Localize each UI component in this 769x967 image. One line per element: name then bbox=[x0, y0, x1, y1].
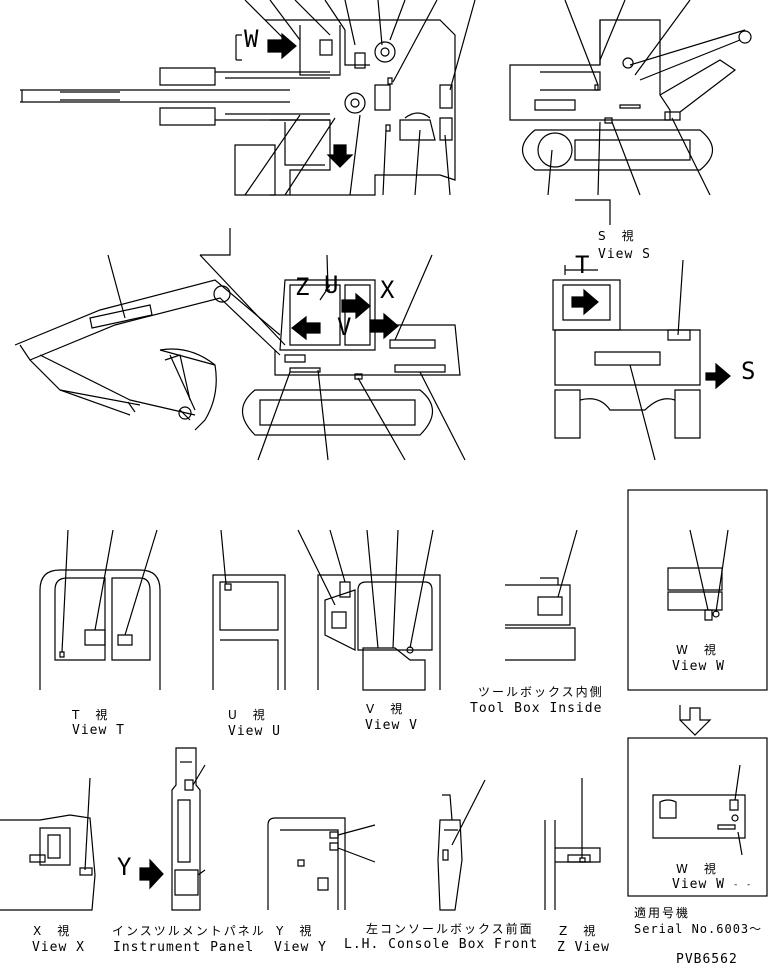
view-u-en: View U bbox=[228, 724, 281, 739]
view-v-en: View V bbox=[365, 718, 418, 733]
instrument-panel-en: Instrument Panel bbox=[113, 940, 255, 955]
view-v-drawing bbox=[297, 529, 441, 691]
toolbox-en: Tool Box Inside bbox=[470, 701, 603, 716]
view-u-jp: U 視 bbox=[228, 708, 267, 722]
view-y-marker: Y bbox=[117, 853, 132, 881]
console-jp: 左コンソールボックス前面 bbox=[366, 922, 534, 936]
view-s-jp: S 視 bbox=[598, 229, 636, 243]
toolbox-drawing bbox=[505, 529, 578, 661]
view-w2-jp: W 視 bbox=[676, 862, 718, 876]
view-w-box-2 bbox=[627, 737, 768, 897]
instrument-panel-jp: インスツルメントパネル bbox=[112, 924, 266, 938]
view-z-en: Z View bbox=[557, 940, 610, 955]
view-x-marker: X bbox=[380, 276, 395, 304]
view-w-box-1 bbox=[627, 489, 768, 736]
view-w-marker: W bbox=[244, 25, 259, 53]
view-t-marker: T bbox=[575, 251, 590, 279]
view-x-jp: X 視 bbox=[33, 924, 72, 938]
side-view-s-top bbox=[509, 0, 752, 225]
serial-number: Serial No.6003〜 bbox=[634, 922, 763, 936]
view-y-drawing bbox=[267, 817, 376, 910]
view-u-marker: U bbox=[324, 271, 339, 299]
toolbox-jp: ツールボックス内側 bbox=[478, 685, 604, 699]
console-en: L.H. Console Box Front bbox=[344, 937, 539, 952]
view-u-drawing bbox=[212, 529, 286, 690]
view-t-en: View T bbox=[72, 723, 125, 738]
view-w2-suffix: - - bbox=[733, 880, 753, 890]
view-s-marker: S bbox=[741, 357, 756, 385]
view-x-en: View X bbox=[32, 940, 85, 955]
view-v-marker: V bbox=[337, 313, 352, 341]
view-t-drawing bbox=[39, 529, 161, 690]
console-box-drawing bbox=[437, 779, 486, 911]
view-z-drawing bbox=[544, 778, 601, 910]
view-s-en: View S bbox=[598, 247, 651, 262]
view-y-jp: Y 視 bbox=[276, 924, 314, 938]
top-plan-view bbox=[20, 0, 476, 196]
view-v-jp: V 視 bbox=[366, 702, 405, 716]
view-x-drawing bbox=[0, 777, 96, 911]
view-w1-jp: W 視 bbox=[676, 643, 718, 657]
view-w2-en: View W bbox=[672, 877, 725, 892]
applicability-jp: 適用号機 bbox=[634, 906, 691, 920]
view-y-en: View Y bbox=[274, 940, 327, 955]
view-z-jp: Z 視 bbox=[559, 924, 598, 938]
instrument-panel-drawing bbox=[139, 747, 206, 911]
drawing-code: PVB6562 bbox=[676, 952, 738, 967]
view-z-marker: Z bbox=[295, 273, 310, 301]
view-w1-en: View W bbox=[672, 659, 725, 674]
machine-side-view bbox=[14, 228, 466, 461]
rear-view bbox=[552, 259, 731, 461]
view-t-jp: T 視 bbox=[72, 708, 110, 722]
